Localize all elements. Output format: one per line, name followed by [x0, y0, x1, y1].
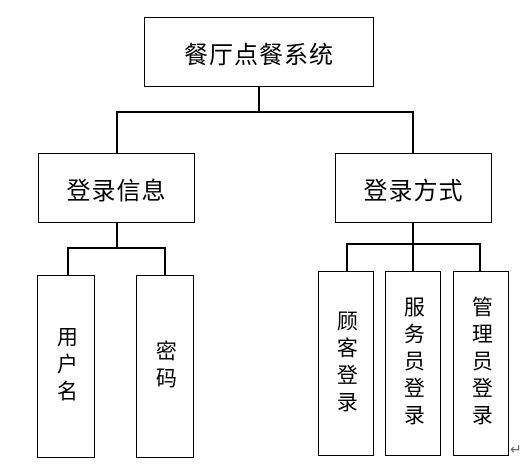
connector-to-group-1	[116, 111, 118, 153]
connector-to-group-2	[412, 111, 414, 153]
connector-to-admin-login	[479, 243, 481, 272]
connector-group-2-down	[412, 222, 414, 244]
leaf-waiter-login-box: 服务员登录	[385, 271, 441, 456]
leaf-username-box: 用户名	[37, 275, 95, 458]
group-login-method-box: 登录方式	[335, 153, 492, 223]
connector-level1-bar	[116, 111, 413, 113]
connector-to-customer-login	[346, 243, 348, 272]
group-login-info-box: 登录信息	[38, 153, 195, 223]
connector-to-username	[67, 247, 69, 276]
paragraph-mark-icon: ↵	[510, 442, 522, 458]
connector-to-password	[164, 247, 166, 276]
connector-to-waiter-login	[412, 243, 414, 272]
leaf-admin-login-box: 管理员登录	[453, 271, 509, 456]
connector-root-down	[258, 86, 260, 112]
connector-group-1-down	[116, 222, 118, 248]
leaf-password-box: 密码	[136, 275, 194, 458]
leaf-customer-login-box: 顾客登录	[318, 271, 374, 456]
connector-group-1-bar	[67, 247, 165, 249]
root-node-box: 餐厅点餐系统	[144, 17, 374, 87]
